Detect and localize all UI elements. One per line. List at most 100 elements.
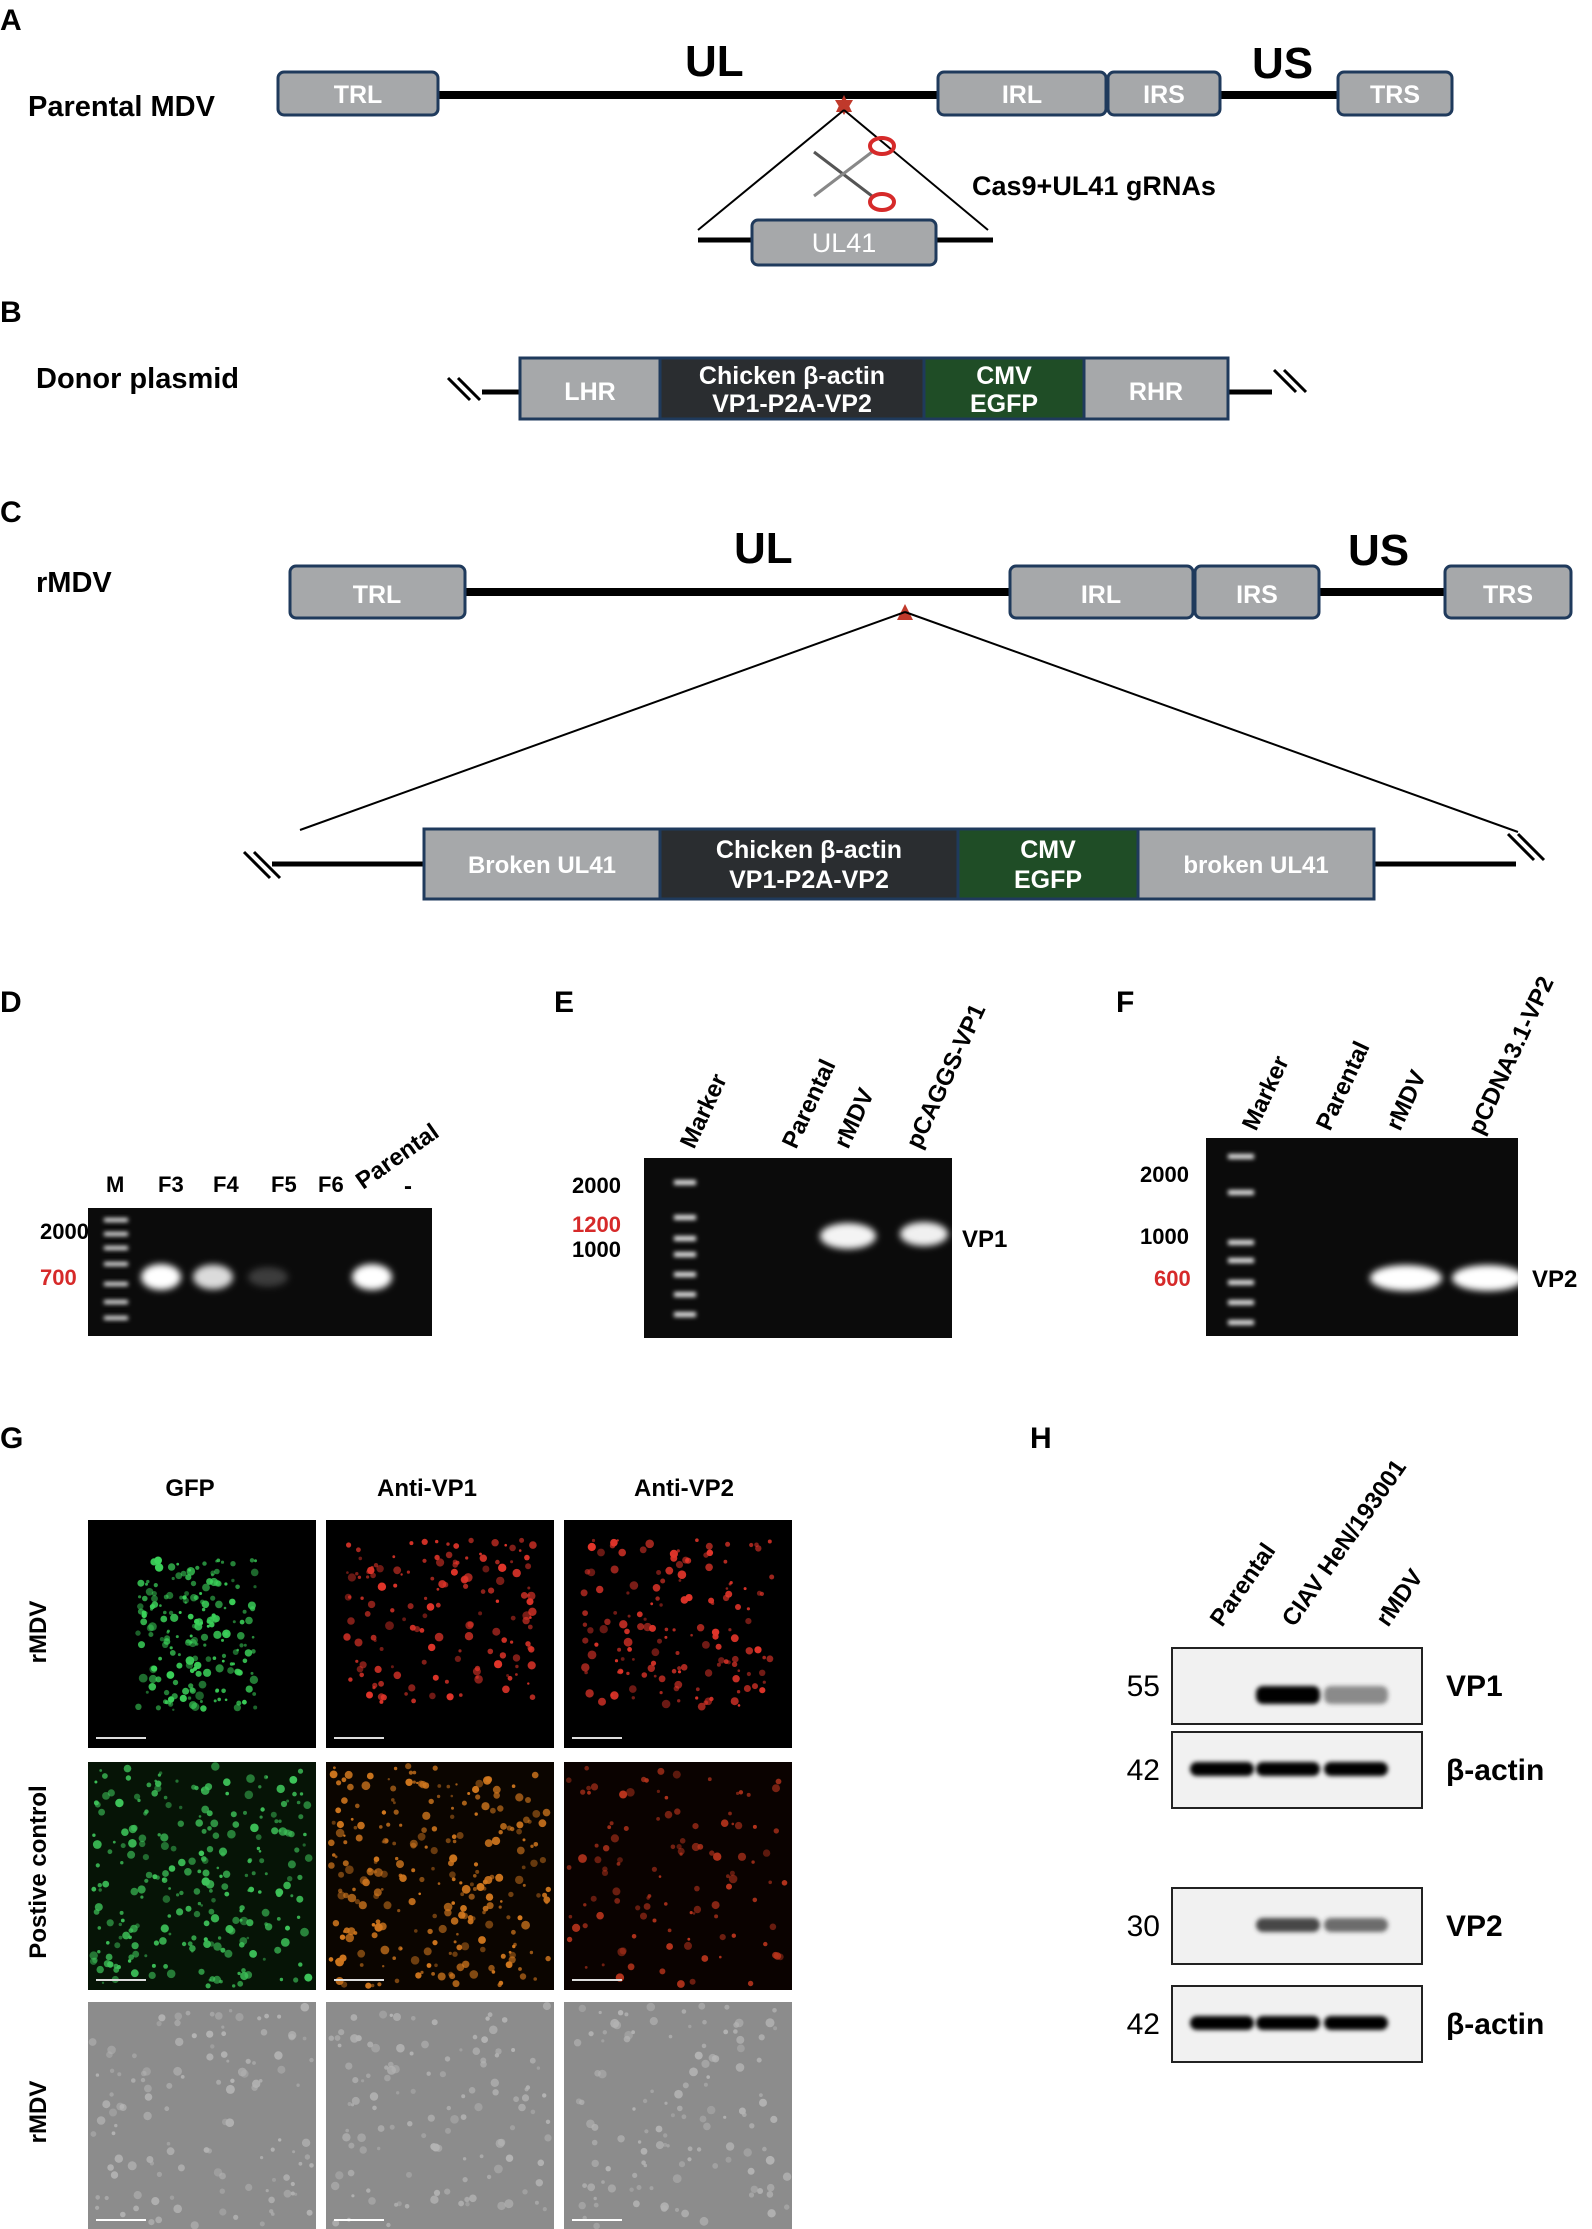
cell	[450, 1568, 458, 1576]
cell	[480, 2057, 487, 2064]
micrograph	[564, 1520, 792, 1748]
cell	[260, 2029, 268, 2036]
cell	[667, 1928, 672, 1933]
cell	[484, 1839, 493, 1847]
cell	[217, 1697, 221, 1702]
cell	[492, 1627, 501, 1636]
cell	[418, 1892, 422, 1896]
cell	[393, 1766, 398, 1771]
cell	[405, 1778, 413, 1787]
micrograph-bg	[326, 2002, 554, 2229]
cell	[472, 1785, 480, 1794]
svg-text:EGFP: EGFP	[1014, 866, 1082, 894]
cell	[584, 1765, 589, 1771]
cell	[637, 2140, 642, 2144]
cell	[414, 1929, 418, 1933]
cell	[259, 1858, 265, 1864]
cell	[197, 1869, 202, 1874]
cell	[339, 1954, 347, 1962]
cell	[133, 2191, 142, 2200]
cell	[187, 1941, 193, 1947]
cell	[617, 1647, 622, 1652]
cell	[693, 1905, 702, 1914]
cell	[758, 2034, 765, 2041]
cell	[516, 1821, 524, 1829]
size-marker: 42	[1127, 2008, 1160, 2041]
cell	[472, 2034, 478, 2040]
cell	[343, 1840, 348, 1845]
cell	[239, 1916, 249, 1926]
cell	[278, 2138, 282, 2142]
cell	[467, 1621, 474, 1628]
cell	[119, 1910, 124, 1915]
marker-label: 2000	[572, 1173, 621, 1198]
cell	[210, 1819, 219, 1828]
cell	[426, 1963, 432, 1968]
cell	[587, 1650, 597, 1660]
cell	[405, 1763, 412, 1770]
cell	[397, 1909, 401, 1913]
cell	[627, 1647, 632, 1652]
cell	[734, 1821, 743, 1830]
cell	[665, 1566, 674, 1575]
cell	[505, 2154, 514, 2162]
cell	[387, 2065, 396, 2075]
cell	[220, 1852, 226, 1857]
cell	[643, 1903, 651, 1910]
cell	[533, 1977, 537, 1981]
cell	[614, 1898, 621, 1904]
cell	[770, 2115, 778, 2123]
segment-lhr: LHR	[518, 356, 662, 421]
cell	[270, 1811, 277, 1818]
segment-irl: IRL	[1008, 564, 1195, 620]
cell	[355, 1834, 363, 1842]
cell	[114, 1942, 121, 1949]
break-mark	[1506, 832, 1536, 862]
cell	[178, 1611, 182, 1614]
cell	[232, 1662, 235, 1666]
cell	[143, 2111, 152, 2121]
cell	[422, 1613, 428, 1619]
cell	[422, 1558, 427, 1563]
cell	[759, 1669, 766, 1677]
cell	[510, 1615, 516, 1621]
segment-trl: TRL	[276, 70, 440, 117]
cell	[154, 1779, 157, 1783]
cell	[714, 1914, 719, 1919]
cell	[485, 1920, 494, 1929]
cell	[521, 1865, 526, 1870]
cell	[206, 2053, 214, 2061]
cell	[235, 1584, 240, 1590]
cell	[362, 1878, 370, 1887]
cell	[351, 2194, 355, 2198]
cell	[145, 1871, 153, 1879]
band-label: VP2	[1532, 1266, 1577, 1293]
panel-letter: E	[554, 986, 574, 1019]
cell	[631, 2030, 635, 2035]
cell	[742, 2112, 747, 2117]
cell	[345, 1933, 355, 1943]
cell	[520, 1592, 528, 1599]
cell	[148, 1622, 157, 1631]
cell	[329, 1770, 338, 1779]
cell	[168, 1610, 174, 1616]
cell	[521, 2094, 530, 2102]
cell	[419, 1876, 425, 1883]
cell	[775, 1778, 782, 1785]
cell	[492, 1785, 501, 1794]
cell	[280, 1938, 290, 1947]
cell	[435, 1602, 441, 1608]
cell	[389, 2124, 395, 2130]
cell	[167, 1563, 176, 1571]
cell	[485, 1776, 493, 1783]
cell	[627, 1963, 635, 1971]
cell	[681, 2114, 687, 2120]
cell	[439, 2071, 446, 2078]
cell	[128, 1954, 134, 1960]
panel-letter: F	[1116, 986, 1134, 1019]
cell	[191, 1636, 199, 1644]
cell	[109, 2068, 115, 2073]
lane-label: Marker	[1237, 1052, 1295, 1135]
cell	[336, 1820, 344, 1829]
cell	[419, 1628, 425, 1633]
